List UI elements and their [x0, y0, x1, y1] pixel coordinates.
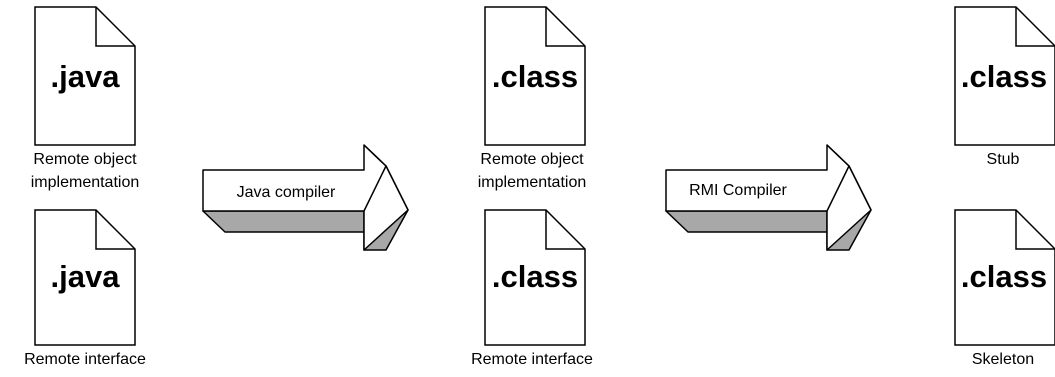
- arrow-shadow: [665, 210, 840, 233]
- arrow-label: RMI Compiler: [689, 182, 787, 199]
- document-icon: [954, 209, 1055, 346]
- page-fold: [1015, 7, 1055, 47]
- rmi-output-stub: .class Stub: [954, 6, 1055, 168]
- arrow-java-compiler: Java compiler: [202, 144, 409, 251]
- file-caption-line: Stub: [987, 151, 1020, 168]
- page-fold: [1015, 210, 1055, 250]
- file-extension: .class: [492, 259, 578, 294]
- page-fold: [95, 7, 135, 47]
- file-extension: .class: [961, 259, 1047, 294]
- file-caption-line: Remote interface: [24, 351, 146, 368]
- file-caption-line: Remote object: [480, 151, 584, 168]
- compiled-file-remote-object-implementation: .class Remote object implementation: [478, 6, 587, 191]
- arrow-shadow: [202, 210, 377, 233]
- page-fold: [545, 210, 585, 250]
- file-caption-line: Remote object: [33, 151, 137, 168]
- arrow-label: Java compiler: [237, 184, 336, 201]
- source-file-remote-interface: .java Remote interface: [24, 209, 146, 368]
- source-file-remote-object-implementation: .java Remote object implementation: [31, 6, 140, 191]
- arrow-rmi-compiler: RMI Compiler: [665, 144, 872, 251]
- arrow-face: [665, 144, 872, 251]
- file-caption-line: implementation: [478, 174, 587, 191]
- file-extension: .class: [961, 59, 1047, 94]
- document-icon: [484, 6, 586, 146]
- document-icon: [954, 6, 1055, 146]
- compiled-file-remote-interface: .class Remote interface: [471, 209, 593, 368]
- document-icon: [34, 209, 136, 346]
- file-caption-line: Skeleton: [972, 351, 1034, 368]
- page-fold: [545, 7, 585, 47]
- file-extension: .java: [51, 259, 121, 294]
- document-icon: [34, 6, 136, 146]
- file-caption-line: Remote interface: [471, 351, 593, 368]
- rmi-output-skeleton: .class Skeleton: [954, 209, 1055, 368]
- file-caption-line: implementation: [31, 174, 140, 191]
- document-icon: [484, 209, 586, 346]
- arrow-face: [202, 144, 409, 251]
- file-extension: .class: [492, 59, 578, 94]
- file-extension: .java: [51, 59, 121, 94]
- page-fold: [95, 210, 135, 250]
